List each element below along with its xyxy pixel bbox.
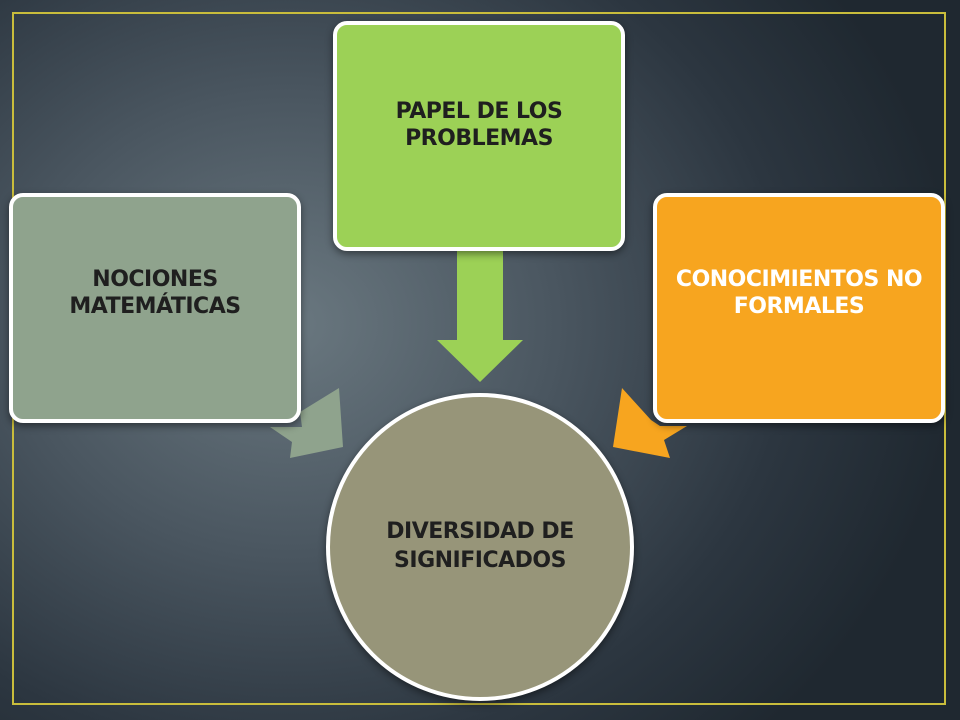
node-papel-de-los-problemas: PAPEL DE LOS PROBLEMAS [333, 21, 625, 251]
node-label: PAPEL DE LOS PROBLEMAS [395, 99, 563, 151]
node-label: CONOCIMIENTOS NO FORMALES [675, 267, 923, 319]
node-diversidad-de-significados: DIVERSIDAD DE SIGNIFICADOS [326, 393, 634, 701]
node-nociones-matematicas: NOCIONES MATEMÁTICAS [9, 193, 301, 423]
arrow-from-right [613, 388, 687, 458]
arrow-from-left [270, 388, 343, 458]
arrow-from-top [437, 250, 523, 382]
node-label: DIVERSIDAD DE SIGNIFICADOS [386, 519, 574, 573]
node-conocimientos-no-formales: CONOCIMIENTOS NO FORMALES [653, 193, 945, 423]
node-label: NOCIONES MATEMÁTICAS [69, 267, 241, 319]
